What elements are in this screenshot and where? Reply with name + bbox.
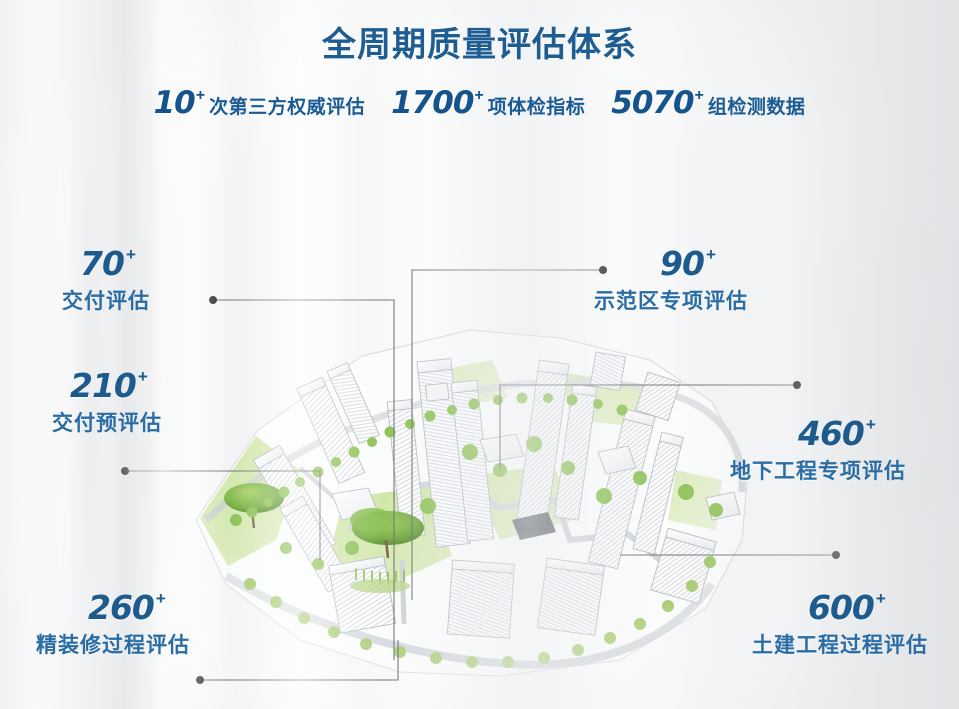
callout-delivery-assessment: 70 + 交付评估 <box>62 244 150 315</box>
summary-stat-0: 10 + 次第三方权威评估 <box>154 85 366 121</box>
callout-70-label: 交付评估 <box>62 290 150 313</box>
callout-pre-delivery-assessment: 210 + 交付预评估 <box>52 366 162 437</box>
summary-stat-2: 5070 + 组检测数据 <box>611 85 805 121</box>
header: 全周期质量评估体系 10 + 次第三方权威评估 1700 + 项体检指标 507… <box>0 0 959 121</box>
callout-70-number: 70 <box>80 244 125 283</box>
callout-90-number: 90 <box>660 244 705 283</box>
callout-210-label: 交付预评估 <box>52 412 162 435</box>
summary-stat-1: 1700 + 项体检指标 <box>391 85 585 121</box>
summary-stat-2-label: 组检测数据 <box>707 97 806 118</box>
page-title: 全周期质量评估体系 <box>322 26 637 64</box>
callout-civil-works-assessment: 600 + 土建工程过程评估 <box>752 588 928 659</box>
callout-underground-works-assessment: 460 + 地下工程专项评估 <box>730 414 906 485</box>
callout-600-plus: + <box>875 589 886 608</box>
callout-260-plus: + <box>155 589 166 608</box>
summary-stat-1-number: 1700 <box>391 85 474 121</box>
summary-stat-0-plus: + <box>195 87 206 104</box>
summary-stat-0-number: 10 <box>153 85 196 121</box>
summary-stat-1-label: 项体检指标 <box>487 97 586 118</box>
callout-460-number: 460 <box>798 414 865 453</box>
callout-90-label: 示范区专项评估 <box>594 290 748 313</box>
callout-260-label: 精装修过程评估 <box>36 634 190 657</box>
callout-70-plus: + <box>125 245 136 264</box>
callout-210-number: 210 <box>70 366 137 405</box>
callout-210-plus: + <box>137 367 148 386</box>
summary-stat-0-label: 次第三方权威评估 <box>209 97 366 118</box>
callout-460-plus: + <box>865 415 876 434</box>
callout-460-label: 地下工程专项评估 <box>730 460 906 483</box>
callout-90-plus: + <box>705 245 716 264</box>
callout-600-label: 土建工程过程评估 <box>752 634 928 657</box>
summary-stat-2-number: 5070 <box>611 85 694 121</box>
callout-showcase-area-assessment: 90 + 示范区专项评估 <box>594 244 748 315</box>
callout-600-number: 600 <box>808 588 875 627</box>
summary-stat-2-plus: + <box>694 87 704 104</box>
summary-stats-row: 10 + 次第三方权威评估 1700 + 项体检指标 5070 + 组检测数据 <box>0 85 959 121</box>
callout-260-number: 260 <box>88 588 155 627</box>
callout-interior-fitout-assessment: 260 + 精装修过程评估 <box>36 588 190 659</box>
summary-stat-1-plus: + <box>474 87 484 104</box>
